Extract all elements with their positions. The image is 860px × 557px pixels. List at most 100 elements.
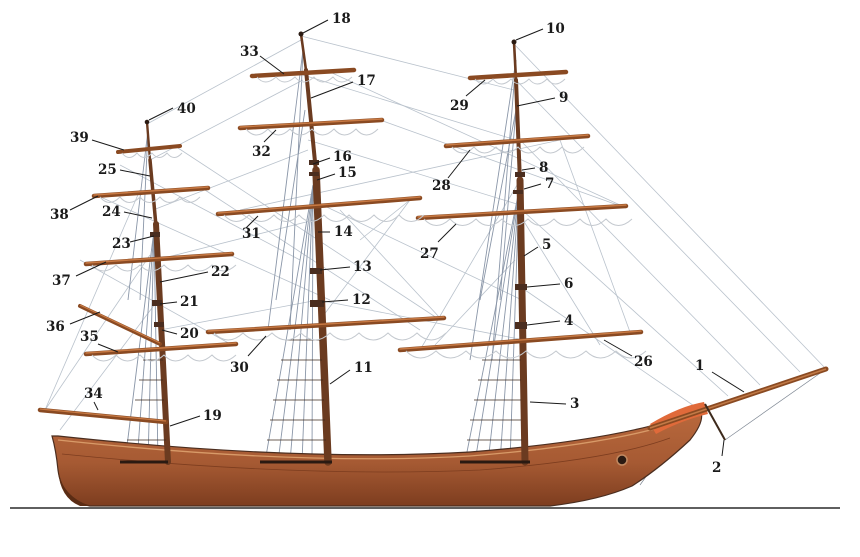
callout-30: 30 [230,335,267,376]
callout-6: 6 [526,276,573,292]
callout-label-20: 20 [180,326,199,342]
callout-label-30: 30 [230,360,249,376]
callout-label-23: 23 [112,236,131,252]
callout-27: 27 [420,223,457,262]
callout-19: 19 [169,408,222,427]
callout-label-22: 22 [211,264,230,280]
callout-label-28: 28 [432,178,451,194]
callout-label-34: 34 [84,386,103,402]
callout-17: 17 [310,73,376,99]
callout-18: 18 [302,11,351,34]
callout-label-24: 24 [102,204,121,220]
main-topgallant-mast [299,32,308,72]
fore-topgallant-yard [443,133,591,154]
callout-label-3: 3 [570,396,579,412]
callout-28: 28 [432,149,471,194]
callout-38: 38 [50,195,99,223]
porthole [616,454,628,466]
callout-label-16: 16 [333,149,352,165]
mizzen-crossjack-yard [83,341,239,362]
callout-35: 35 [80,329,119,353]
callout-4: 4 [526,313,573,329]
callout-label-37: 37 [52,273,71,289]
callout-label-35: 35 [80,329,99,345]
callout-2: 2 [712,439,725,476]
callout-20: 20 [161,326,199,342]
main-course-yard [205,315,447,341]
callout-39: 39 [70,130,125,151]
mizzen-royal-yard [116,144,183,158]
hull [51,402,708,507]
main-royal-yard [249,67,357,83]
callouts: 1 2 3 4 5 6 7 8 9 10 11 12 13 14 15 16 1… [46,11,745,476]
callout-3: 3 [529,396,579,412]
callout-13: 13 [319,259,372,275]
callout-label-10: 10 [546,21,565,37]
mizzen-topgallant-mast [145,120,152,162]
callout-37: 37 [52,261,107,289]
callout-label-4: 4 [564,313,573,329]
callout-7: 7 [523,176,554,192]
main-topgallant-yard [237,117,385,136]
callout-label-5: 5 [542,237,551,253]
callout-5: 5 [523,237,551,257]
callout-label-25: 25 [98,162,117,178]
spanker-gaff [78,304,162,346]
callout-22: 22 [159,264,230,283]
callout-14: 14 [318,224,353,240]
callout-label-36: 36 [46,319,65,335]
callout-label-6: 6 [564,276,573,292]
main-topsail-yard [215,195,425,222]
callout-21: 21 [159,294,199,310]
callout-label-13: 13 [353,259,372,275]
fore-lower-mast [516,176,529,466]
callout-32: 32 [252,129,277,160]
callout-label-7: 7 [545,176,554,192]
callout-8: 8 [521,160,548,176]
callout-label-1: 1 [695,358,704,374]
mast-bands [144,31,527,329]
callout-label-14: 14 [334,224,353,240]
callout-25: 25 [98,162,151,178]
callout-label-27: 27 [420,246,439,262]
callout-9: 9 [516,90,568,107]
callout-label-39: 39 [70,130,89,146]
fore-topsail-yard [415,203,633,226]
callout-label-9: 9 [559,90,568,106]
callout-23: 23 [112,235,155,252]
callout-29: 29 [450,79,486,114]
callout-33: 33 [240,44,285,75]
spanker-boom [37,407,169,425]
callout-label-31: 31 [242,226,261,242]
callout-label-29: 29 [450,98,469,114]
callout-label-8: 8 [539,160,548,176]
callout-label-33: 33 [240,44,259,60]
fore-topmast [514,78,522,184]
callout-40: 40 [148,101,196,121]
callout-15: 15 [316,165,357,181]
callout-36: 36 [46,311,101,335]
fore-course-yard [397,329,647,359]
main-topmast [304,68,318,174]
callout-16: 16 [312,149,352,165]
callout-31: 31 [242,215,261,242]
yards [37,67,647,425]
callout-label-15: 15 [338,165,357,181]
bowsprit [647,366,829,441]
callout-24: 24 [102,204,153,220]
mizzen-topsail-yard [83,251,237,272]
callout-12: 12 [321,292,371,308]
callout-label-21: 21 [180,294,199,310]
callout-label-38: 38 [50,207,69,223]
fore-royal-yard [467,69,569,85]
callout-label-12: 12 [352,292,371,308]
callout-34: 34 [84,386,103,411]
callout-label-32: 32 [252,144,271,160]
callout-26: 26 [603,339,653,370]
callout-label-19: 19 [203,408,222,424]
callout-label-2: 2 [712,460,721,476]
callout-label-26: 26 [634,354,653,370]
main-lower-mast [312,166,332,466]
callout-label-18: 18 [332,11,351,27]
